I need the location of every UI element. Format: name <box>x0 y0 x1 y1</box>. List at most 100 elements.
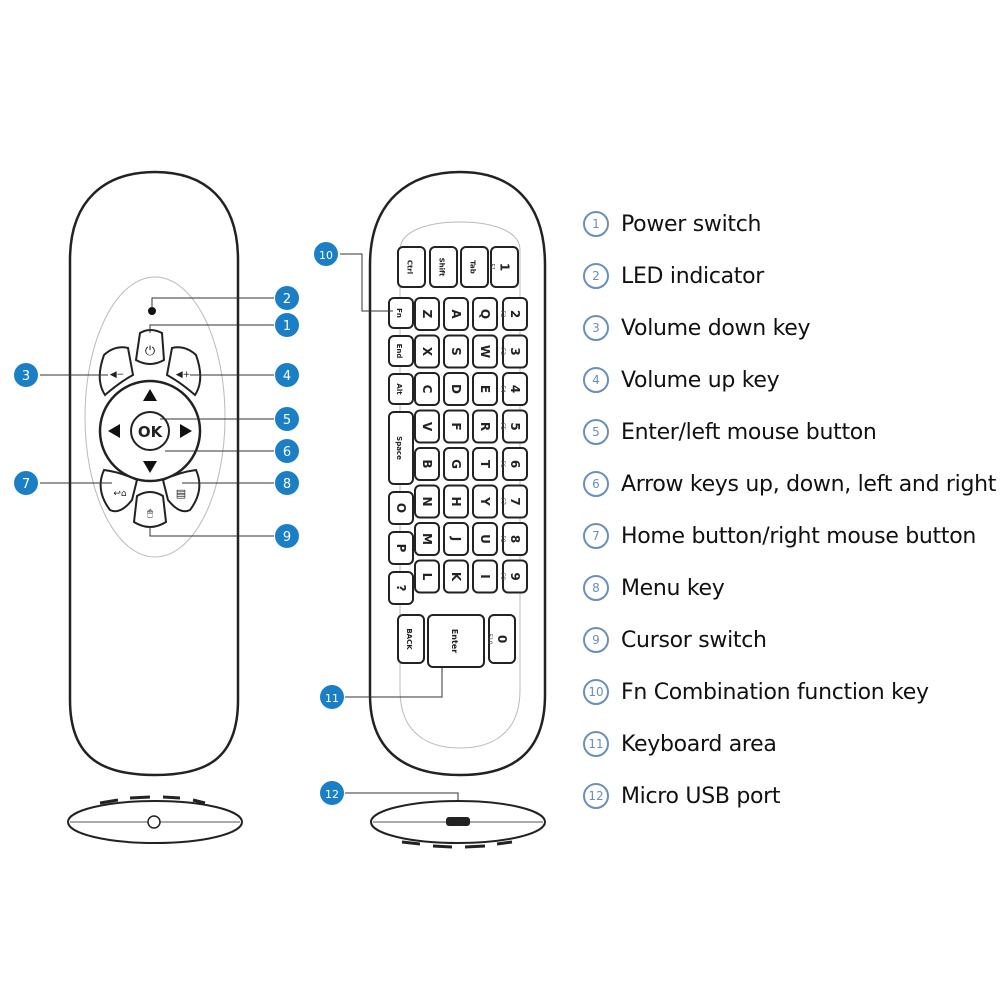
key-4[interactable]: 4F4 <box>499 372 528 406</box>
key-cap <box>414 297 440 331</box>
callout-badge-number: 11 <box>325 692 339 705</box>
key-label: P <box>394 544 408 553</box>
key-label: Space <box>395 436 403 460</box>
callout-badge-circle <box>320 685 344 709</box>
key-e[interactable]: E <box>472 372 498 406</box>
key-s[interactable]: S <box>443 334 469 369</box>
key-g[interactable]: G <box>443 447 469 481</box>
key-3[interactable]: 3F3 <box>499 334 528 369</box>
key-label: Enter <box>450 629 459 653</box>
key-label: Tab <box>469 260 477 274</box>
front-callout-lines <box>40 297 274 537</box>
key-c[interactable]: C <box>414 372 440 406</box>
key-n[interactable]: N <box>414 484 440 519</box>
key-fn[interactable]: Fn <box>388 297 414 329</box>
key-m[interactable]: M <box>414 522 440 556</box>
key-label: Alt <box>395 383 403 395</box>
key-v[interactable]: V <box>414 409 440 444</box>
menu-key[interactable] <box>161 468 201 513</box>
key-cap <box>502 334 528 369</box>
key-cap <box>388 571 414 605</box>
legend-label: Fn Combination function key <box>621 679 929 705</box>
key-8[interactable]: 8F8 <box>499 522 528 556</box>
key-q[interactable]: Q <box>472 297 498 331</box>
key-shift[interactable]: Shift <box>429 246 458 288</box>
key-label: G <box>449 459 463 469</box>
legend-label: Enter/left mouse button <box>621 419 877 445</box>
key-fn-label: F7 <box>499 498 506 505</box>
key-cap <box>502 297 528 331</box>
key-label: B <box>420 459 434 468</box>
key-u[interactable]: U <box>472 522 498 556</box>
arrow-down-icon <box>143 461 157 473</box>
key-space[interactable]: Space <box>388 411 414 485</box>
callout-badge: 6 <box>275 439 299 463</box>
ok-button[interactable] <box>130 411 170 451</box>
legend-number-icon: 4 <box>583 367 609 393</box>
key-2[interactable]: 2F2 <box>499 297 528 331</box>
legend-number-icon: 12 <box>583 783 609 809</box>
legend-number-icon: 10 <box>583 679 609 705</box>
key-b[interactable]: B <box>414 447 440 481</box>
key-6[interactable]: 6F6 <box>499 447 528 481</box>
power-key[interactable] <box>134 329 166 365</box>
key-j[interactable]: J <box>443 522 469 556</box>
key-?[interactable]: ? <box>388 571 414 605</box>
key-enter[interactable]: Enter <box>427 614 485 668</box>
key-cap <box>414 522 440 556</box>
key-y[interactable]: Y <box>472 484 498 519</box>
key-fn-label: F10 <box>486 633 493 644</box>
key-z[interactable]: Z <box>414 297 440 331</box>
key-cap <box>397 246 426 288</box>
key-d[interactable]: D <box>443 372 469 406</box>
key-5[interactable]: 5F5 <box>499 409 528 444</box>
menu-icon: ▤ <box>176 487 186 500</box>
key-p[interactable]: P <box>388 531 414 565</box>
key-9[interactable]: 9F9 <box>499 559 528 594</box>
key-ctrl[interactable]: Ctrl <box>397 246 426 288</box>
key-cap <box>414 447 440 481</box>
key-7[interactable]: 7F7 <box>499 484 528 519</box>
cursor-switch-key[interactable] <box>132 491 168 528</box>
callout-badge-number: 1 <box>283 319 291 334</box>
key-label: M <box>420 533 434 545</box>
key-k[interactable]: K <box>443 559 469 594</box>
key-tab[interactable]: Tab <box>460 246 489 288</box>
key-i[interactable]: I <box>472 559 498 594</box>
home-key[interactable] <box>99 468 139 513</box>
key-cap <box>443 484 469 519</box>
key-a[interactable]: A <box>443 297 469 331</box>
key-back[interactable]: BACK <box>397 614 425 664</box>
key-fn-label: F6 <box>499 460 506 467</box>
volume-down-key[interactable] <box>98 346 135 397</box>
key-alt[interactable]: Alt <box>388 373 414 405</box>
volume-up-key[interactable] <box>165 346 202 397</box>
key-w[interactable]: W <box>472 334 498 369</box>
key-h[interactable]: H <box>443 484 469 519</box>
arrow-left-icon <box>108 424 120 438</box>
key-cap <box>502 372 528 406</box>
arrow-right-icon <box>180 424 192 438</box>
key-label: S <box>449 347 463 356</box>
key-x[interactable]: X <box>414 334 440 369</box>
key-label: W <box>478 345 492 358</box>
key-f[interactable]: F <box>443 409 469 444</box>
callout-badge-number: 8 <box>283 477 291 492</box>
key-label: F <box>449 422 463 430</box>
key-1[interactable]: 1F1 <box>489 246 519 288</box>
key-t[interactable]: T <box>472 447 498 481</box>
callout-badge-circle <box>275 286 299 310</box>
key-l[interactable]: L <box>414 559 440 594</box>
key-label: ? <box>394 585 408 592</box>
callout-badge-circle <box>275 524 299 548</box>
key-r[interactable]: R <box>472 409 498 444</box>
key-end[interactable]: End <box>388 335 414 367</box>
key-label: T <box>478 460 492 469</box>
key-label: L <box>420 573 434 581</box>
key-o[interactable]: O <box>388 491 414 525</box>
